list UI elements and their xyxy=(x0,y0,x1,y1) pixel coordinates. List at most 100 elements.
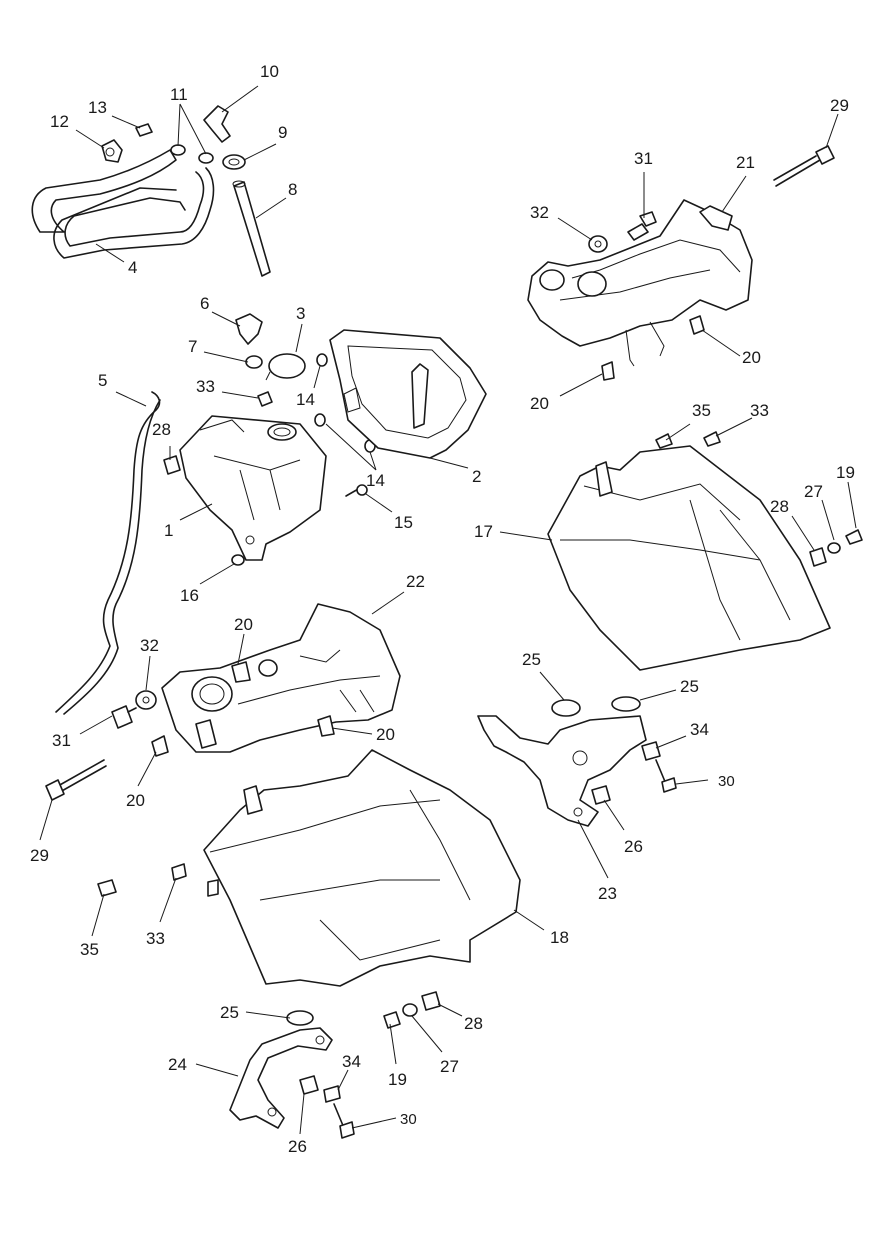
callout-11: 11 xyxy=(170,85,188,104)
callout-20-mid-top: 20 xyxy=(234,615,253,634)
part-21-upper-bracket xyxy=(527,199,753,367)
part-11-hose-clips xyxy=(170,144,214,164)
callout-12: 12 xyxy=(50,112,69,131)
part-12-clip xyxy=(101,139,123,163)
callout-34-right: 34 xyxy=(690,720,709,739)
callout-8: 8 xyxy=(288,180,297,199)
part-27-washer-lower xyxy=(402,1003,418,1017)
part-6-elbow xyxy=(235,313,263,345)
callout-9: 9 xyxy=(278,123,287,142)
callout-23: 23 xyxy=(598,884,617,903)
part-15-bolt xyxy=(345,484,368,497)
part-8-pipe xyxy=(232,180,271,277)
callout-32-left: 32 xyxy=(140,636,159,655)
callout-28-tank: 28 xyxy=(152,420,171,439)
part-20-clips-lower xyxy=(151,661,335,757)
part-20-clips-upper xyxy=(601,315,705,381)
part-18-lower-panel xyxy=(203,749,521,987)
part-33-screw-lower xyxy=(171,863,187,881)
part-35-screw-lower xyxy=(97,879,117,897)
callout-35-right: 35 xyxy=(692,401,711,420)
part-26-bolt-lower xyxy=(299,1075,319,1095)
part-33-screw xyxy=(257,391,273,407)
callout-34-lower: 34 xyxy=(342,1052,361,1071)
part-3-cap xyxy=(265,353,306,381)
callout-20-mid-right: 20 xyxy=(376,725,395,744)
callout-14-top: 14 xyxy=(296,390,315,409)
part-10-elbow-fitting xyxy=(203,105,231,143)
part-33-screw-right xyxy=(703,431,721,447)
part-7-grommet xyxy=(245,355,263,369)
part-16-grommet xyxy=(231,554,245,566)
callout-25-right-a: 25 xyxy=(522,650,541,669)
part-19-screw-right xyxy=(845,529,863,545)
part-30-bolt-lower xyxy=(333,1103,355,1139)
callout-31-top: 31 xyxy=(634,149,653,168)
part-26-bolt-right xyxy=(591,785,611,805)
callout-6: 6 xyxy=(200,294,209,313)
callout-35-lower: 35 xyxy=(80,940,99,959)
part-31-bolt xyxy=(627,211,657,241)
part-23-mount-bracket xyxy=(477,715,647,827)
callout-28-lower: 28 xyxy=(464,1014,483,1033)
part-35-screw xyxy=(655,433,673,449)
callout-3: 3 xyxy=(296,304,305,323)
part-29-bolt xyxy=(773,145,835,187)
part-25-grommet-lower xyxy=(286,1010,314,1026)
part-25-grommets-right xyxy=(551,696,641,717)
callout-29-top: 29 xyxy=(830,96,849,115)
callout-26-right: 26 xyxy=(624,837,643,856)
part-17-side-panel xyxy=(547,445,831,671)
part-32-washer-left xyxy=(135,690,157,710)
callout-16: 16 xyxy=(180,586,199,605)
callout-28-right: 28 xyxy=(770,497,789,516)
callout-22: 22 xyxy=(406,572,425,591)
callout-labels: 10 11 13 12 9 8 4 29 31 21 32 20 20 6 3 … xyxy=(30,62,855,1156)
callout-31-left: 31 xyxy=(52,731,71,750)
callout-10: 10 xyxy=(260,62,279,81)
callout-33-tank: 33 xyxy=(196,377,215,396)
part-19-screw-lower xyxy=(383,1011,401,1029)
leader-lines xyxy=(39,85,857,1135)
part-27-washer-right xyxy=(827,542,841,554)
callout-20-upper-right: 20 xyxy=(742,348,761,367)
callout-30-right: 30 xyxy=(718,773,735,790)
callout-27-right: 27 xyxy=(804,482,823,501)
callout-30-lower: 30 xyxy=(400,1111,417,1128)
callout-18: 18 xyxy=(550,928,569,947)
callout-25-right-b: 25 xyxy=(680,677,699,696)
callout-7: 7 xyxy=(188,337,197,356)
callout-21: 21 xyxy=(736,153,755,172)
callout-24: 24 xyxy=(168,1055,187,1074)
part-28-clip-lower xyxy=(421,991,441,1011)
callout-5: 5 xyxy=(98,371,107,390)
callout-29-left: 29 xyxy=(30,846,49,865)
part-31-bolt-left xyxy=(111,705,137,729)
part-4-breather-hose xyxy=(31,149,215,259)
callout-33-right: 33 xyxy=(750,401,769,420)
callout-17: 17 xyxy=(474,522,493,541)
part-28-clip-right xyxy=(809,547,827,567)
callout-13: 13 xyxy=(88,98,107,117)
part-24-lower-mount-bracket xyxy=(229,1027,333,1129)
part-32-washer xyxy=(588,235,608,253)
callout-2: 2 xyxy=(472,467,481,486)
part-30-bolt-right xyxy=(655,759,677,793)
callout-15: 15 xyxy=(394,513,413,532)
part-28-clip-nut xyxy=(163,455,181,475)
callout-19-right: 19 xyxy=(836,463,855,482)
callout-20-mid-left: 20 xyxy=(126,791,145,810)
callout-32-top: 32 xyxy=(530,203,549,222)
part-2-cover xyxy=(329,329,487,459)
part-34-nut-right xyxy=(641,741,661,761)
part-22-lower-bracket xyxy=(161,603,401,753)
callout-25-lower: 25 xyxy=(220,1003,239,1022)
part-13-bolt xyxy=(135,123,153,137)
callout-20-upper-left: 20 xyxy=(530,394,549,413)
part-29-bolt-left xyxy=(45,759,107,801)
part-9-grommet xyxy=(222,154,246,170)
callout-14-bottom: 14 xyxy=(366,471,385,490)
callout-4: 4 xyxy=(128,258,137,277)
part-34-nut-lower xyxy=(323,1085,341,1103)
